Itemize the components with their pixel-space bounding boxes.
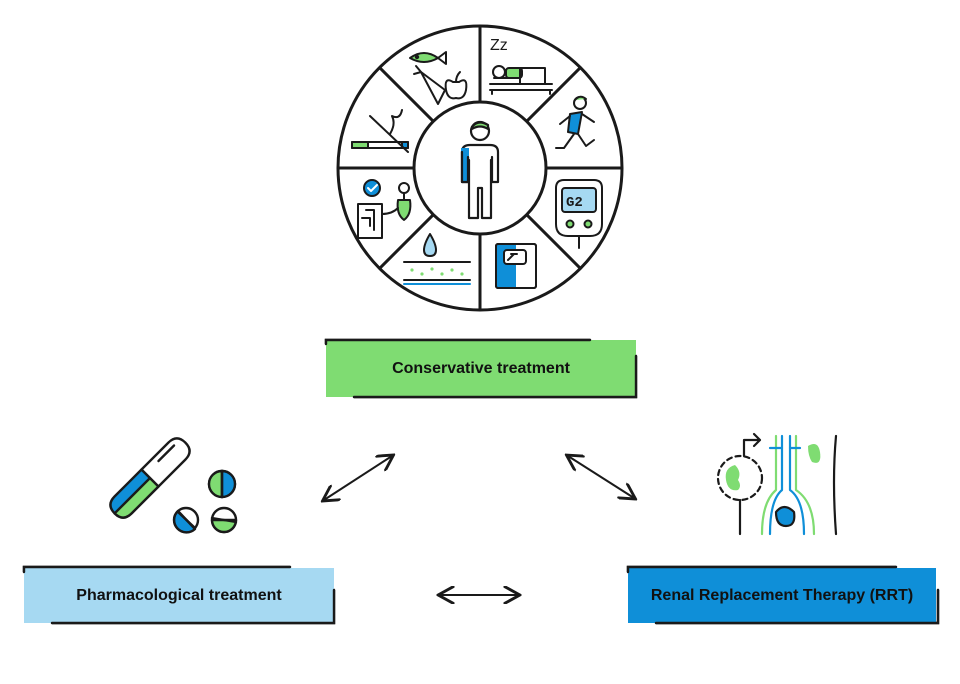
no-smoking-icon: [351, 109, 409, 153]
svg-text:Zz: Zz: [490, 37, 508, 54]
rrt-box: Renal Replacement Therapy (RRT): [628, 568, 936, 623]
arrow-pharma-conservative: [324, 456, 392, 500]
person-icon: [460, 120, 500, 220]
blood-pressure-icon: [357, 179, 412, 239]
svg-text:G2: G2: [566, 195, 583, 211]
arrows: [324, 456, 634, 595]
hydration-icon: [403, 233, 471, 285]
weighing-scale-icon: [495, 243, 537, 289]
conservative-treatment-label: Conservative treatment: [392, 359, 570, 377]
pharmacological-treatment-label: Pharmacological treatment: [76, 586, 282, 604]
glucose-meter-icon: G2: [555, 179, 603, 249]
healthy-diet-icon: [409, 51, 468, 105]
pharmacological-treatment-box: Pharmacological treatment: [24, 568, 334, 623]
exercise-icon: [555, 95, 595, 149]
kidney-transplant-icon: [716, 432, 838, 536]
rrt-label: Renal Replacement Therapy (RRT): [650, 586, 914, 604]
arrow-conservative-rrt: [568, 456, 634, 498]
sleep-icon: Zz: [489, 37, 553, 95]
lifestyle-wheel: [336, 24, 624, 312]
pills-icon: [109, 437, 238, 534]
conservative-treatment-box: Conservative treatment: [326, 340, 636, 397]
